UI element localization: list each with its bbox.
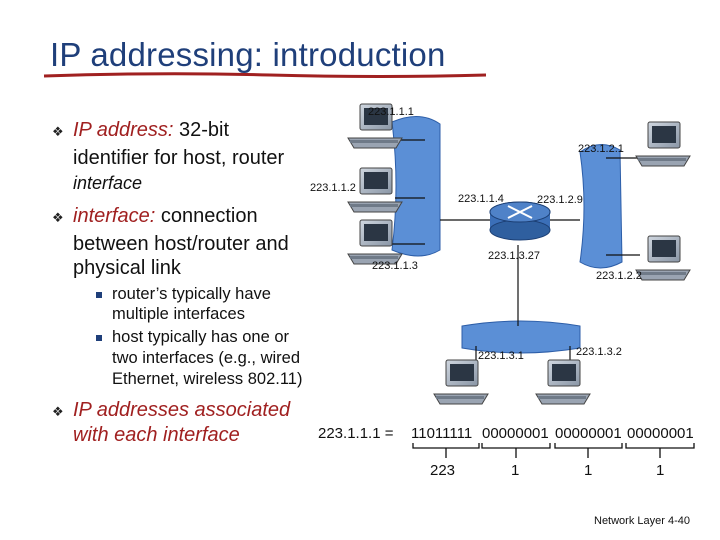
decimal-byte: 223 [430, 462, 456, 479]
ip-label: 223.1.3.1 [478, 350, 524, 362]
bullet1-rest: 32-bit [173, 119, 230, 141]
decimal-byte: 1 [511, 462, 520, 479]
host-computer-icon [433, 359, 489, 405]
bullet2-line3: physical link [73, 257, 181, 279]
binary-byte: 00000001 [627, 425, 694, 442]
slide-footer: Network Layer 4-40 [594, 515, 690, 527]
bullet1-line3: interface [73, 173, 143, 193]
bullet-icon: ❖ [52, 210, 64, 225]
bullet-icon: ❖ [52, 404, 64, 419]
binary-byte: 11011111 [411, 425, 473, 442]
byte-bracket [481, 443, 551, 458]
page-title: IP addressing: introduction [50, 36, 446, 73]
interface-term: interface: [73, 205, 156, 227]
host-computer-icon [635, 235, 691, 281]
ip-label: 223.1.2.9 [537, 194, 583, 206]
decimal-byte: 1 [584, 462, 593, 479]
ip-label: 223.1.1.4 [458, 193, 504, 205]
bullet2-line1: interface: connection [73, 204, 258, 228]
ip-label: 223.1.3.27 [488, 250, 540, 262]
sub2-line2: two interfaces (e.g., wired [112, 349, 300, 367]
host-computer-icon [535, 359, 591, 405]
byte-bracket [554, 443, 623, 458]
ip-label: 223.1.1.2 [310, 182, 356, 194]
binary-byte: 00000001 [555, 425, 622, 442]
ip-label: 223.1.1.3 [372, 260, 418, 272]
host-computer-icon [635, 121, 691, 167]
sub-bullet-icon [96, 292, 102, 298]
bullet1-line2: identifier for host, router [73, 147, 285, 169]
ip-label: 223.1.2.1 [578, 143, 624, 155]
bullet1-line1: IP address: 32-bit [73, 118, 229, 142]
subnet-cloud-3 [461, 320, 581, 354]
bullet3-line2: with each interface [73, 424, 240, 446]
ip-label: 223.1.1.1 [368, 106, 414, 118]
sub1-line1: router’s typically have [112, 285, 271, 303]
binary-byte: 00000001 [482, 425, 549, 442]
ip-label: 223.1.2.2 [596, 270, 642, 282]
byte-bracket [412, 443, 480, 458]
host-computer-icon [347, 167, 403, 213]
decimal-byte: 1 [656, 462, 665, 479]
bullet2-line2: between host/router and [73, 233, 289, 255]
subnet-cloud-1 [391, 116, 441, 257]
sub2-line1: host typically has one or [112, 328, 290, 346]
bullet-icon: ❖ [52, 124, 64, 139]
ip-address-term: IP address: [73, 119, 174, 141]
sub1-line2: multiple interfaces [112, 305, 245, 323]
binary-lhs: 223.1.1.1 = [318, 425, 394, 442]
bullet3-line1: IP addresses associated [73, 399, 291, 421]
subnet-cloud-2 [579, 144, 623, 269]
ip-label: 223.1.3.2 [576, 346, 622, 358]
sub2-line3: Ethernet, wireless 802.11) [112, 370, 303, 388]
sub-bullet-icon [96, 335, 102, 341]
title-underline [43, 72, 487, 78]
byte-bracket [625, 443, 695, 458]
bullet2-rest: connection [155, 205, 258, 227]
